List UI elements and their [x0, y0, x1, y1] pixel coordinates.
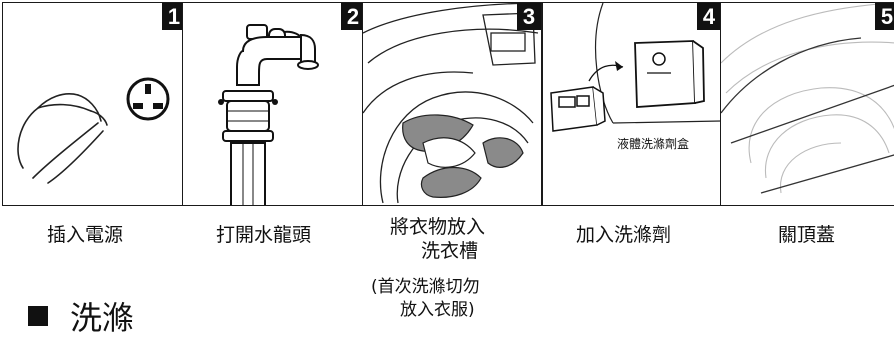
step-number-badge: 4	[697, 3, 721, 30]
section-title: 洗滌	[70, 299, 135, 337]
step-caption-3-line2: 洗衣槽	[421, 240, 479, 262]
section-heading: 洗滌	[28, 293, 134, 339]
square-bullet-icon	[28, 306, 48, 326]
step-caption-5: 關頂蓋	[778, 224, 836, 246]
detergent-box-icon	[550, 3, 721, 132]
step-number-badge: 3	[517, 3, 541, 30]
plug-in-power-icon	[17, 77, 170, 184]
step-panel-3: 3	[362, 2, 542, 206]
washer-drum-clothes-icon	[363, 3, 541, 204]
faucet-icon	[218, 24, 319, 205]
detergent-box-label: 液體洗滌劑盒	[617, 137, 690, 151]
step-number-badge: 5	[875, 3, 894, 30]
step-caption-2: 打開水龍頭	[216, 224, 312, 246]
step-caption-4: 加入洗滌劑	[576, 224, 672, 246]
step-caption-3-line1: 將衣物放入	[390, 216, 486, 238]
step-panel-4: 液體洗滌劑盒 4	[542, 2, 722, 206]
step-note-3-line2: 放入衣服)	[400, 300, 475, 320]
step-note-3-line1: (首次洗滌切勿	[371, 277, 480, 297]
close-lid-icon	[721, 3, 894, 194]
step-panel-5: 5	[720, 2, 894, 206]
step-panel-2: 2	[182, 2, 366, 206]
step-number-badge: 2	[341, 3, 365, 30]
step-panel-1: 1	[2, 2, 187, 206]
step-caption-1: 插入電源	[47, 224, 124, 246]
